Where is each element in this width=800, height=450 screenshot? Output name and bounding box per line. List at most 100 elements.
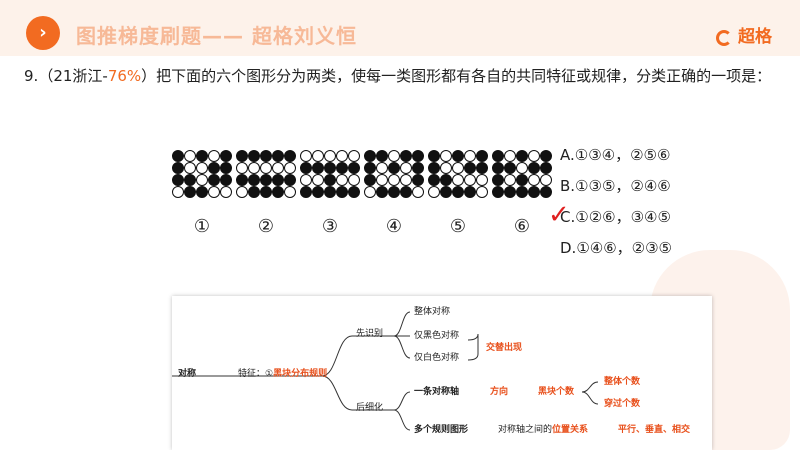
white-dot	[324, 150, 336, 162]
option-c[interactable]: C.①②⑥，③④⑤	[560, 208, 671, 226]
black-dot	[324, 174, 336, 186]
white-dot	[452, 174, 464, 186]
black-dot	[452, 150, 464, 162]
black-dot	[208, 162, 220, 174]
black-dot	[172, 150, 184, 162]
node-alternate: 交替出现	[486, 343, 523, 353]
black-dot	[528, 186, 540, 198]
node-first: 先识别	[356, 329, 384, 339]
white-dot	[412, 186, 424, 198]
black-dot	[464, 186, 476, 198]
brand-icon	[716, 30, 732, 46]
node-direction: 方向	[490, 387, 509, 397]
black-dot	[348, 186, 360, 198]
option-a[interactable]: A.①③④，②⑤⑥	[560, 146, 671, 164]
answer-options: A.①③④，②⑤⑥ B.①③⑤，②④⑥ C.①②⑥，③④⑤ D.①④⑥，②③⑤	[560, 144, 672, 268]
black-dot	[376, 150, 388, 162]
option-b[interactable]: B.①③⑤，②④⑥	[560, 177, 671, 195]
black-dot	[528, 162, 540, 174]
black-dot	[272, 174, 284, 186]
black-dot	[476, 150, 488, 162]
white-dot	[400, 174, 412, 186]
feature-label-text: 特征：①	[238, 369, 274, 379]
relation-value: 位置关系	[552, 425, 589, 435]
black-dot	[364, 162, 376, 174]
white-dot	[284, 162, 296, 174]
black-dot	[388, 186, 400, 198]
black-dot	[428, 162, 440, 174]
black-dot	[412, 174, 424, 186]
dot-grid	[236, 150, 296, 198]
black-dot	[196, 186, 208, 198]
node-multi: 多个规则图形	[414, 425, 469, 435]
brand-logo: 超格	[716, 22, 772, 47]
white-dot	[348, 150, 360, 162]
white-dot	[196, 162, 208, 174]
question-body: 把下面的六个图形分为两类，使每一类图形都有各自的共同特征或规律，分类正确的一项是…	[156, 67, 772, 85]
black-dot	[336, 162, 348, 174]
white-dot	[208, 186, 220, 198]
white-dot	[348, 174, 360, 186]
black-dot	[220, 162, 232, 174]
figure-6: ⑥	[492, 150, 552, 237]
black-dot	[412, 162, 424, 174]
white-dot	[248, 162, 260, 174]
black-dot	[540, 186, 552, 198]
white-dot	[440, 150, 452, 162]
black-dot	[400, 186, 412, 198]
black-dot	[364, 150, 376, 162]
node-whole-count: 整体个数	[604, 377, 641, 387]
white-dot	[528, 174, 540, 186]
node-whole: 整体对称	[414, 307, 451, 317]
header-bar: › 图推梯度刷题—— 超格刘义恒 超格	[0, 0, 800, 56]
black-dot	[336, 186, 348, 198]
node-white-only: 仅白色对称	[414, 353, 460, 363]
black-dot	[300, 186, 312, 198]
black-dot	[412, 150, 424, 162]
figure-2: ②	[236, 150, 296, 237]
white-dot	[540, 174, 552, 186]
black-dot	[540, 162, 552, 174]
white-dot	[528, 150, 540, 162]
white-dot	[300, 150, 312, 162]
white-dot	[376, 162, 388, 174]
question-number: 9.	[24, 67, 39, 85]
dot-grid	[492, 150, 552, 198]
dot-grid	[172, 150, 232, 198]
white-dot	[476, 186, 488, 198]
white-dot	[300, 174, 312, 186]
black-dot	[364, 174, 376, 186]
black-dot	[516, 150, 528, 162]
node-black-only: 仅黑色对称	[414, 331, 460, 341]
figure-label: ⑥	[513, 216, 531, 237]
black-dot	[248, 186, 260, 198]
feature-value: 黑块分布规则	[273, 369, 328, 379]
white-dot	[196, 174, 208, 186]
black-dot	[376, 186, 388, 198]
brand-name: 超格	[738, 27, 772, 47]
option-d[interactable]: D.①④⑥，②③⑤	[560, 239, 673, 257]
figure-1: ①	[172, 150, 232, 237]
dot-grid	[364, 150, 424, 198]
white-dot	[440, 162, 452, 174]
black-dot	[220, 174, 232, 186]
figure-label: ②	[257, 216, 275, 237]
white-dot	[184, 162, 196, 174]
node-relation: 对称轴之间的位置关系	[498, 422, 588, 435]
figure-label: ③	[321, 216, 339, 237]
white-dot	[376, 174, 388, 186]
black-dot	[300, 162, 312, 174]
black-dot	[400, 150, 412, 162]
white-dot	[260, 162, 272, 174]
white-dot	[236, 186, 248, 198]
white-dot	[336, 174, 348, 186]
black-dot	[184, 186, 196, 198]
arrow-right-icon: ›	[26, 16, 60, 50]
black-dot	[428, 174, 440, 186]
white-dot	[400, 162, 412, 174]
black-dot	[260, 174, 272, 186]
node-relations: 平行、垂直、相交	[618, 425, 691, 435]
white-dot	[504, 174, 516, 186]
black-dot	[184, 174, 196, 186]
dot-grid	[428, 150, 488, 198]
